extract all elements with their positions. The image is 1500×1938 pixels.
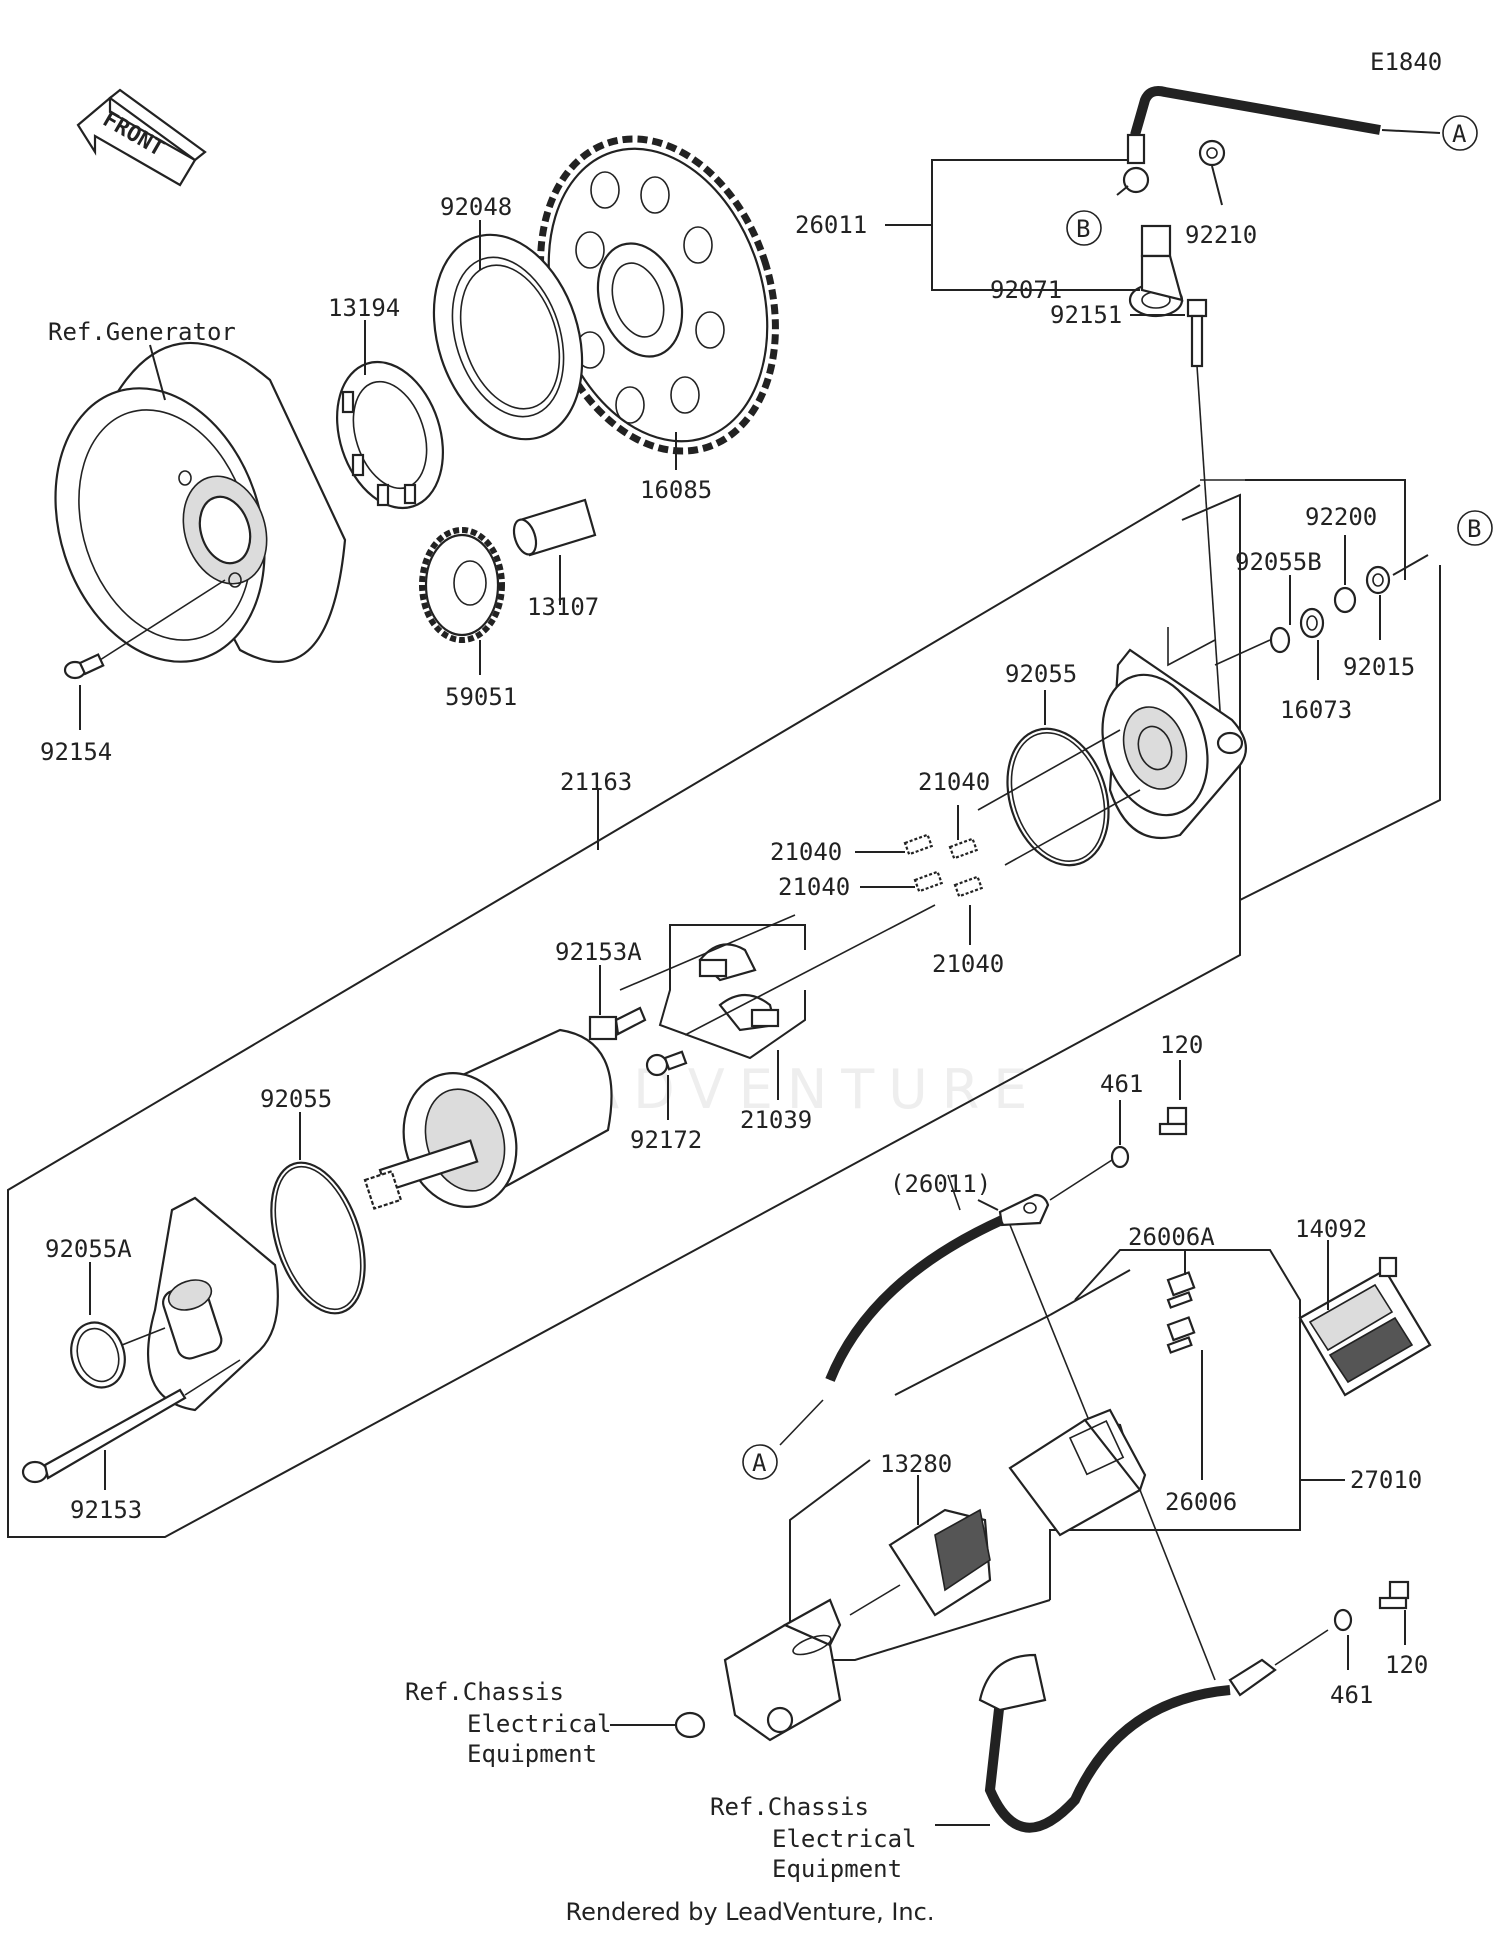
part-21040-label-d: 21040	[932, 950, 1004, 978]
screw-92154	[63, 653, 105, 680]
ref-chassis-1-line2: Electrical	[467, 1710, 612, 1738]
part-92153A-label: 92153A	[555, 938, 642, 966]
part-21040-label-a: 21040	[918, 768, 990, 796]
callout-b-top	[1066, 210, 1102, 246]
part-92200-label: 92200	[1305, 503, 1377, 531]
relay-assembly-outline-27010	[1049, 1249, 1301, 1600]
callout-a-bottom	[742, 1444, 778, 1480]
part-120-label-bottom: 120	[1385, 1651, 1428, 1679]
part-92154-label: 92154	[40, 738, 112, 766]
battery-cable-top	[1122, 86, 1381, 318]
callout-a-bottom-label: A	[752, 1449, 767, 1477]
ref-generator-label: Ref.Generator	[48, 318, 236, 346]
ref-chassis-2-line2: Electrical	[772, 1825, 917, 1853]
part-14092-label: 14092	[1295, 1215, 1367, 1243]
part-26011-paren-label: (26011)	[890, 1170, 991, 1198]
screw-92153A	[588, 1006, 647, 1041]
part-16073-label: 16073	[1280, 696, 1352, 724]
screw-120-bottom	[1378, 1580, 1410, 1610]
idle-gear-59051	[419, 527, 505, 643]
part-92048-label: 92048	[440, 193, 512, 221]
part-26006A-label: 26006A	[1128, 1223, 1215, 1251]
screw-120-top	[1158, 1106, 1188, 1136]
generator-rotor	[54, 341, 347, 663]
shaft-13107	[512, 498, 597, 557]
washer-92055B	[1269, 626, 1291, 654]
part-21163-label: 21163	[560, 768, 632, 796]
part-461-label-top: 461	[1100, 1070, 1143, 1098]
callout-a-top-label: A	[1452, 120, 1467, 148]
one-way-clutch-13194	[335, 360, 445, 510]
relay-bracket	[674, 1598, 842, 1742]
washer-92200	[1333, 586, 1357, 614]
part-120-label-top: 120	[1160, 1031, 1203, 1059]
part-21039-label: 21039	[740, 1106, 812, 1134]
callout-b-right-label: B	[1467, 515, 1481, 543]
part-92015-label: 92015	[1343, 653, 1415, 681]
part-92153-label: 92153	[70, 1496, 142, 1524]
part-92071-label: 92071	[990, 276, 1062, 304]
relay-cover-14092	[1298, 1256, 1432, 1397]
part-16085-label: 16085	[640, 476, 712, 504]
diagram-id: E1840	[1370, 48, 1442, 76]
battery-cable-lower	[825, 1193, 1050, 1382]
part-92151-label: 92151	[1050, 301, 1122, 329]
ref-chassis-1-line1: Ref.Chassis	[405, 1678, 564, 1706]
part-92055B-label: 92055B	[1235, 548, 1322, 576]
footer-credit: Rendered by LeadVenture, Inc.	[565, 1898, 935, 1926]
nut-16073	[1299, 607, 1325, 639]
end-cover	[1101, 648, 1248, 840]
part-26011-label: 26011	[795, 211, 867, 239]
washer-461-bottom	[1333, 1608, 1353, 1632]
part-92210-label: 92210	[1185, 221, 1257, 249]
callout-a-top	[1442, 115, 1478, 151]
screw-92172	[645, 1050, 688, 1077]
starter-cable-lower	[978, 1653, 1277, 1833]
assembly-outline-21163	[7, 484, 1241, 1538]
ref-chassis-2-line3: Equipment	[772, 1855, 902, 1883]
long-bolt-92153	[21, 1388, 187, 1484]
brush-springs-21040	[903, 833, 984, 898]
front-arrow-icon: FRONT	[76, 88, 207, 187]
bearing-ring-92048	[432, 233, 584, 441]
part-13194-label: 13194	[328, 294, 400, 322]
part-13107-label: 13107	[527, 593, 599, 621]
part-59051-label: 59051	[445, 683, 517, 711]
o-ring-92055A	[70, 1321, 126, 1389]
nut-92015	[1365, 565, 1391, 595]
part-13280-label: 13280	[880, 1450, 952, 1478]
brush-holder-21039	[658, 924, 806, 1060]
part-92172-label: 92172	[630, 1126, 702, 1154]
part-27010-label: 27010	[1350, 1466, 1422, 1494]
ref-chassis-2-line1: Ref.Chassis	[710, 1793, 869, 1821]
fuse-26006	[1166, 1316, 1196, 1354]
bolt-92151	[1186, 298, 1208, 368]
part-92055A-label: 92055A	[45, 1235, 132, 1263]
armature	[363, 1028, 613, 1210]
part-92055-label-right: 92055	[1005, 660, 1077, 688]
o-ring-92055-left	[270, 1161, 366, 1315]
ref-chassis-1-line3: Equipment	[467, 1740, 597, 1768]
part-21040-label-b: 21040	[770, 838, 842, 866]
part-461-label-bottom: 461	[1330, 1681, 1373, 1709]
part-21040-label-c: 21040	[778, 873, 850, 901]
front-cover	[147, 1196, 279, 1412]
washer-461-top	[1110, 1145, 1130, 1169]
part-26006-label: 26006	[1165, 1488, 1237, 1516]
o-ring-92055-right	[1006, 727, 1110, 867]
relay-13280	[888, 1508, 992, 1617]
callout-b-top-label: B	[1076, 215, 1090, 243]
starter-gear-16085	[537, 135, 779, 455]
starter-relay	[1008, 1408, 1147, 1537]
callout-b-right	[1457, 510, 1493, 546]
part-92055-label-left: 92055	[260, 1085, 332, 1113]
fuse-26006A	[1166, 1271, 1196, 1309]
